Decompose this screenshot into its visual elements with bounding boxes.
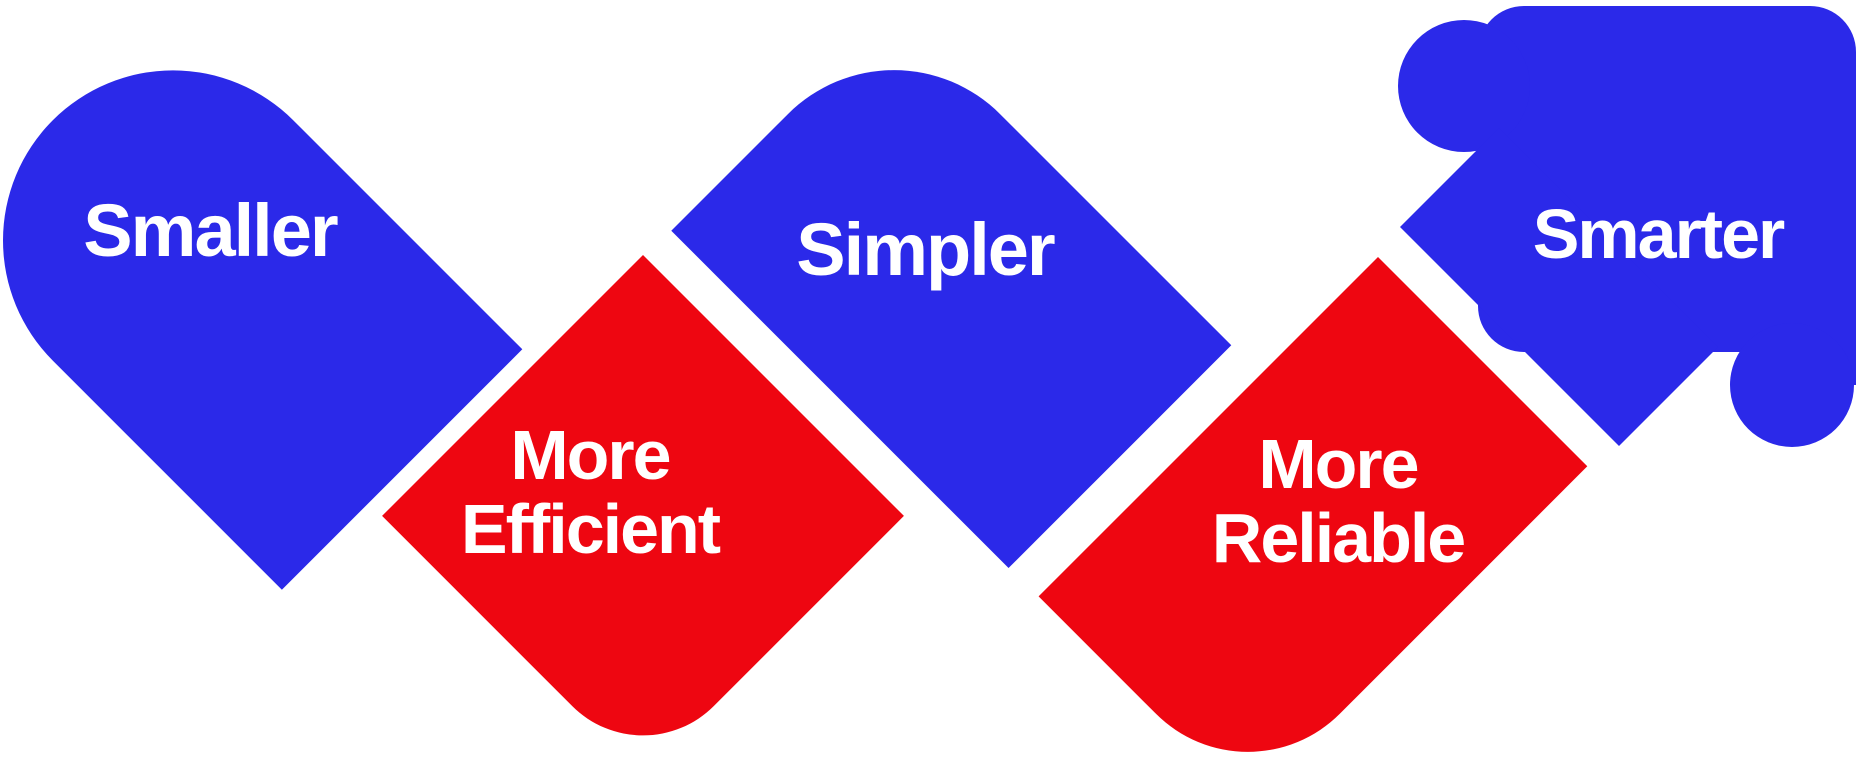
arrow-tail-curl <box>1730 323 1854 447</box>
label-smarter: Smarter <box>1532 195 1786 273</box>
label-more-reliable: More Reliable <box>1211 425 1466 577</box>
simpler-shape <box>671 70 1232 569</box>
label-simpler: Simpler <box>796 208 1055 291</box>
arrow-barb-blob <box>1398 20 1530 152</box>
more-reliable-shape <box>1038 257 1588 752</box>
label-more-efficient-line2: Efficient <box>460 490 721 568</box>
more-efficient-shape <box>382 255 904 736</box>
label-more-reliable-line2: Reliable <box>1211 499 1466 577</box>
label-more-efficient: More Efficient <box>460 416 721 568</box>
smarter-arrow-shape <box>1398 6 1856 447</box>
label-more-reliable-line1: More <box>1258 425 1419 503</box>
label-smaller: Smaller <box>83 189 338 272</box>
arrow-shaft <box>1400 128 1718 446</box>
label-more-efficient-line1: More <box>510 416 671 494</box>
smaller-shape <box>3 70 523 590</box>
